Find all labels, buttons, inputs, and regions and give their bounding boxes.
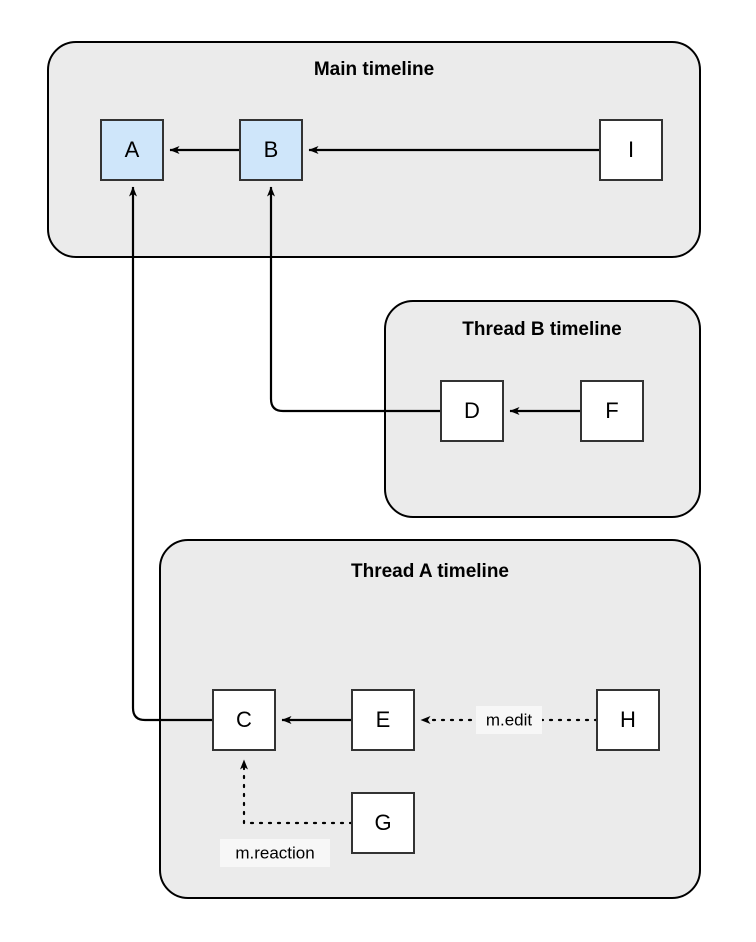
node-C[interactable]: C <box>212 689 276 751</box>
edges-layer <box>129 146 600 825</box>
node-E-label: E <box>376 707 391 732</box>
node-G-box[interactable] <box>351 792 415 854</box>
edge-label-m-reaction-text: m.reaction <box>235 843 314 862</box>
node-H-box[interactable] <box>596 689 660 751</box>
node-F-box[interactable] <box>580 380 644 442</box>
node-F[interactable]: F <box>580 380 644 442</box>
node-I-box[interactable] <box>599 119 663 181</box>
node-C-label: C <box>236 707 252 732</box>
edge-label-m-edit: m.edit <box>476 706 542 734</box>
node-D-label: D <box>464 398 480 423</box>
node-B-label: B <box>264 137 279 162</box>
node-G[interactable]: G <box>351 792 415 854</box>
edge-label-m-reaction: m.reaction <box>220 839 330 867</box>
edge-label-m-reaction-bg <box>220 839 330 867</box>
node-F-label: F <box>605 398 618 423</box>
node-E-box[interactable] <box>351 689 415 751</box>
node-I-label: I <box>628 137 634 162</box>
group-thread-a-timeline-title: Thread A timeline <box>351 561 509 582</box>
edge-G-to-C <box>240 758 354 825</box>
node-D[interactable]: D <box>440 380 504 442</box>
group-thread-b-timeline: Thread B timeline <box>384 300 701 518</box>
edge-D-to-B <box>267 186 441 413</box>
group-thread-b-timeline-box <box>384 300 701 518</box>
node-E[interactable]: E <box>351 689 415 751</box>
node-B-box[interactable] <box>239 119 303 181</box>
node-A[interactable]: A <box>100 119 164 181</box>
node-G-label: G <box>374 810 391 835</box>
node-I[interactable]: I <box>599 119 663 181</box>
node-D-box[interactable] <box>440 380 504 442</box>
group-containers: Main timeline Thread B timeline Thread A… <box>47 41 701 899</box>
node-A-box[interactable] <box>100 119 164 181</box>
node-C-box[interactable] <box>212 689 276 751</box>
edge-labels-layer: m.edit m.reaction <box>220 706 542 867</box>
group-thread-b-timeline-title: Thread B timeline <box>462 319 621 340</box>
edge-C-to-A <box>129 186 213 722</box>
group-main-timeline-title: Main timeline <box>314 59 434 80</box>
edge-label-m-edit-text: m.edit <box>486 710 533 729</box>
node-H-label: H <box>620 707 636 732</box>
node-H[interactable]: H <box>596 689 660 751</box>
node-A-label: A <box>125 137 140 162</box>
edge-label-m-edit-bg <box>476 706 542 734</box>
node-B[interactable]: B <box>239 119 303 181</box>
nodes-layer: A B I D F C E <box>100 119 663 854</box>
